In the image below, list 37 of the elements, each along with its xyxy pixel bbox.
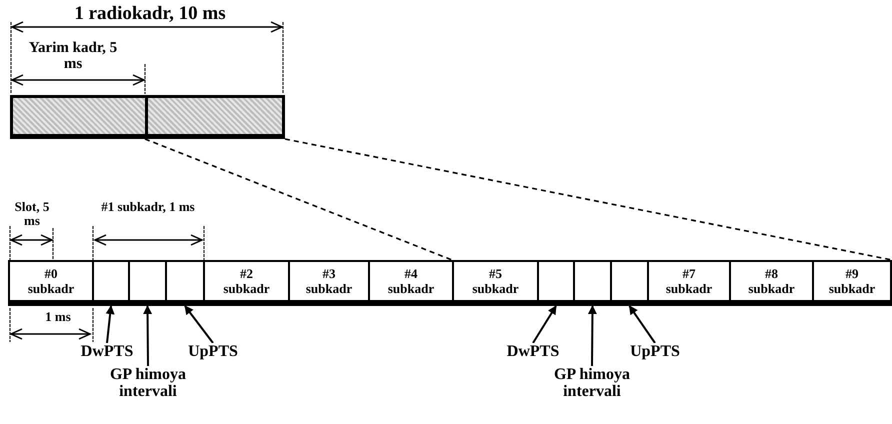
subframe-label: #8 subkadr xyxy=(747,266,796,296)
slot-box xyxy=(573,260,612,306)
subframe-label: #7 subkadr xyxy=(664,266,714,296)
arrow xyxy=(588,305,597,366)
dimension-label: Slot, 5 ms xyxy=(14,200,50,228)
slot-box xyxy=(610,260,649,306)
subframe-box xyxy=(812,260,892,306)
subframe-box xyxy=(8,260,94,306)
subframe-label: #9 subkadr xyxy=(828,266,876,296)
subframe-box xyxy=(452,260,539,306)
subframe-label: #0 subkadr xyxy=(26,266,76,296)
half-frame-bar xyxy=(145,95,285,139)
zoom-line xyxy=(144,138,452,261)
arrow xyxy=(106,305,115,344)
subframe-box xyxy=(729,260,814,306)
dimension-label: 1 radiokadr, 10 ms xyxy=(73,4,227,24)
arrow xyxy=(184,305,214,344)
subframe-label: #3 subkadr xyxy=(304,266,354,296)
dimension-label: #1 subkadr, 1 ms xyxy=(100,200,196,214)
subframe-box xyxy=(647,260,731,306)
slot-box xyxy=(165,260,205,306)
subframe-box xyxy=(368,260,454,306)
subframe-label: #2 subkadr xyxy=(222,266,271,296)
slot-box xyxy=(128,260,167,306)
slot-box xyxy=(92,260,130,306)
subframe-box xyxy=(288,260,370,306)
subframe-box xyxy=(203,260,290,306)
dimension-label: 1 ms xyxy=(44,310,72,324)
arrow xyxy=(532,305,557,344)
half-frame-bar xyxy=(10,95,148,139)
subframe-label: #5 subkadr xyxy=(471,266,520,296)
subframe-label: #4 subkadr xyxy=(386,266,436,296)
dimension-label: Yarim kadr, 5 ms xyxy=(28,40,118,72)
arrow xyxy=(143,305,152,366)
zoom-line xyxy=(284,138,892,261)
slot-box xyxy=(537,260,575,306)
arrow xyxy=(628,305,656,344)
